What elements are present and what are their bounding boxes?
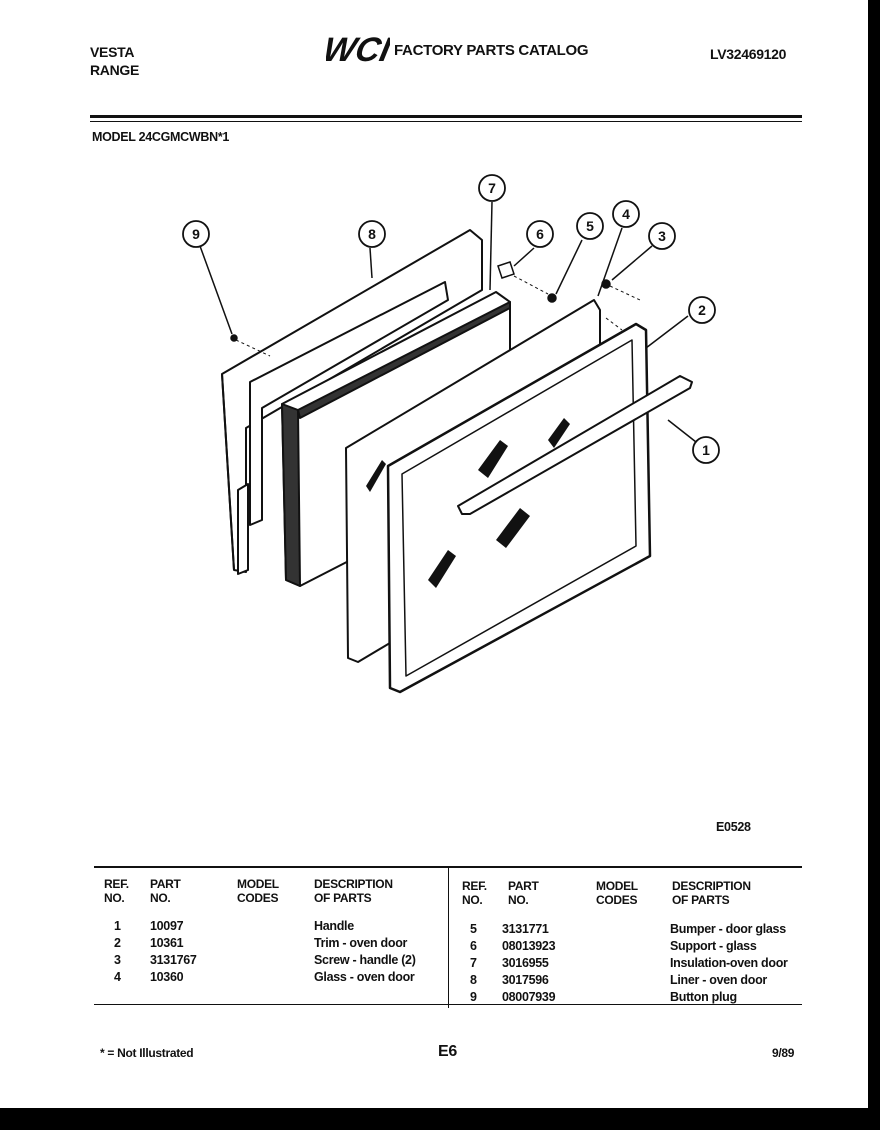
button-plug-part	[230, 334, 238, 342]
row-desc: Insulation-oven door	[670, 956, 788, 970]
door-liner-inner	[249, 281, 449, 526]
callout-8	[358, 220, 386, 248]
row-part: 08013923	[502, 939, 556, 953]
row-ref: 6	[470, 939, 477, 953]
callout-label-3: 3	[658, 228, 666, 244]
row-part: 10361	[150, 936, 184, 950]
row-part: 10360	[150, 970, 184, 984]
brand-name: VESTA	[90, 44, 135, 60]
glass-support-part	[497, 261, 515, 279]
model-label: MODEL 24CGMCWBN*1	[92, 130, 230, 144]
row-part: 3131767	[150, 953, 197, 967]
header-rule	[90, 115, 802, 118]
row-desc: Screw - handle (2)	[314, 953, 416, 967]
callout-6	[526, 220, 554, 248]
callout-label-1: 1	[702, 442, 710, 458]
callout-label-4: 4	[622, 206, 630, 222]
product-name: RANGE	[90, 62, 140, 78]
diagram-code: E0528	[716, 820, 751, 834]
callout-label-9: 9	[192, 226, 200, 242]
row-part: 10097	[150, 919, 184, 933]
row-part: 08007939	[502, 990, 556, 1004]
callout-7	[478, 174, 506, 202]
row-ref: 3	[114, 953, 121, 967]
table-bottom-rule	[94, 1004, 802, 1005]
table-top-rule	[94, 866, 802, 868]
catalog-number: LV32469120	[710, 46, 787, 62]
logo-text: WCI	[326, 31, 390, 66]
callout-label-2: 2	[698, 302, 706, 318]
parts-catalog-page: VESTA RANGE WCI FACTORY PARTS CATALOG LV…	[0, 0, 868, 1108]
exploded-door-diagram: 1 2 3 4 5 6 7 8 9	[182, 174, 720, 694]
bumper-part	[547, 293, 557, 303]
catalog-title: FACTORY PARTS CATALOG	[394, 42, 589, 59]
callout-label-8: 8	[368, 226, 376, 242]
callout-label-6: 6	[536, 226, 544, 242]
callout-3	[648, 222, 676, 250]
row-desc: Trim - oven door	[314, 936, 408, 950]
callout-label-7: 7	[488, 180, 496, 196]
callout-2	[688, 296, 716, 324]
row-desc: Liner - oven door	[670, 973, 767, 987]
callout-9	[182, 220, 210, 248]
row-part: 3016955	[502, 956, 549, 970]
row-desc: Bumper - door glass	[670, 922, 786, 936]
row-ref: 5	[470, 922, 477, 936]
callout-4	[612, 200, 640, 228]
row-ref: 8	[470, 973, 477, 987]
callout-1	[692, 436, 720, 464]
callout-label-5: 5	[586, 218, 594, 234]
handle-bar	[457, 375, 693, 515]
footnote: * = Not Illustrated	[100, 1046, 194, 1060]
row-ref: 9	[470, 990, 477, 1004]
glass-reflection-marks	[366, 418, 570, 588]
page-number: E6	[438, 1043, 457, 1060]
wci-logo: WCI	[320, 30, 395, 69]
header-rule-thin	[90, 121, 802, 122]
row-ref: 4	[114, 970, 121, 984]
header-ref-left: REF.NO.	[104, 877, 129, 905]
revision-date: 9/89	[772, 1046, 795, 1060]
row-desc: Support - glass	[670, 939, 757, 953]
row-desc: Glass - oven door	[314, 970, 415, 984]
row-ref: 1	[114, 919, 121, 933]
row-ref: 7	[470, 956, 477, 970]
row-part: 3017596	[502, 973, 549, 987]
row-ref: 2	[114, 936, 121, 950]
row-desc: Handle	[314, 919, 354, 933]
row-part: 3131771	[502, 922, 549, 936]
header-ref-right: REF.NO.	[462, 879, 487, 907]
callout-5	[576, 212, 604, 240]
table-center-divider	[448, 868, 449, 1008]
row-desc: Button plug	[670, 990, 737, 1004]
